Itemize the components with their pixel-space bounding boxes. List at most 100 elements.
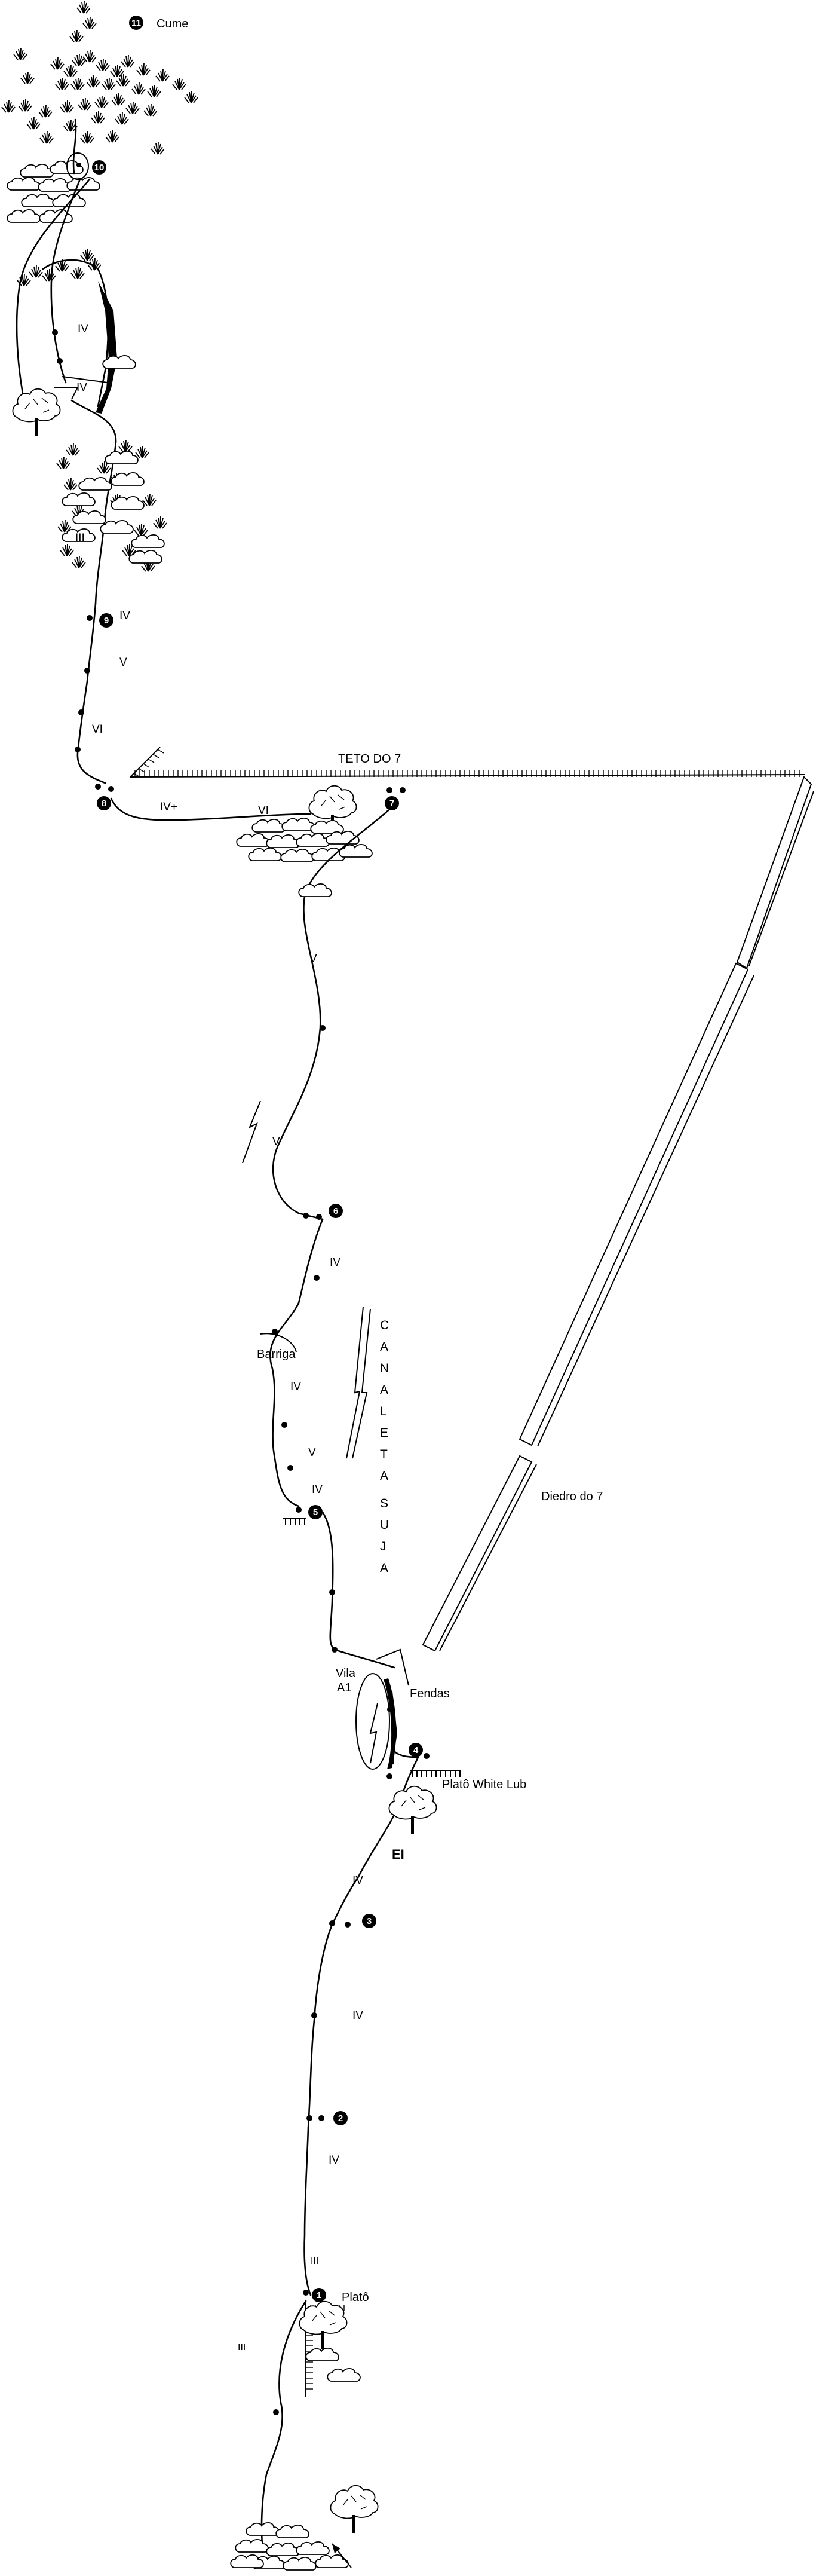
bolt: [318, 2115, 324, 2121]
belay-6: 6: [329, 1204, 343, 1218]
tree-upper-left: [12, 388, 61, 437]
route-line-pitch-2: [303, 2127, 312, 2296]
bolt: [311, 2012, 317, 2018]
rock-overhang-shade: [96, 281, 117, 414]
belly-curve: [260, 1333, 297, 1353]
belay-8: 8: [97, 796, 111, 810]
bolt: [332, 1647, 338, 1653]
route-line-block-left: [16, 178, 91, 420]
route-line-pitch-6: [269, 1218, 324, 1507]
variant-label: Vila: [336, 1667, 356, 1680]
grade-label: V: [119, 656, 127, 669]
variant-crack: [376, 1648, 409, 1686]
bush-plateau-2: [327, 2368, 361, 2382]
svg-text:10: 10: [94, 163, 105, 173]
grade-label: IV: [329, 2154, 339, 2167]
grade-label: IV: [312, 1483, 323, 1496]
bolt: [424, 1753, 430, 1759]
svg-text:A: A: [380, 1383, 388, 1397]
grade-label: V: [272, 1136, 280, 1148]
grade-label: IV: [352, 1874, 363, 1887]
belay-loop-10: [66, 152, 89, 180]
bolt: [316, 1214, 322, 1220]
bolt: [84, 668, 90, 674]
fendas-line: [391, 1691, 398, 1764]
bolt: [287, 1465, 293, 1471]
bolt: [95, 784, 101, 790]
route-line-pitch-3: [307, 1876, 360, 2129]
bush-pitch-7: [298, 883, 332, 897]
svg-text:4: 4: [413, 1745, 419, 1755]
tree-base: [330, 2485, 379, 2534]
bolt: [87, 615, 93, 621]
bolt: [320, 1025, 326, 1031]
ledge-line: [62, 376, 108, 383]
crack-symbol: [242, 1100, 261, 1164]
bushes-base: [230, 2522, 349, 2571]
arrow-icon: [332, 2543, 352, 2568]
bolt: [78, 709, 84, 715]
belay-10: 10: [92, 160, 106, 175]
plateau-white-lub-label: Platô White Lub: [442, 1778, 526, 1791]
grade-label: VI: [92, 723, 103, 736]
grade-label: III: [75, 532, 85, 544]
grade-label: VI: [258, 804, 269, 817]
svg-text:3: 3: [367, 1916, 372, 1926]
tree-plateau: [299, 2300, 348, 2349]
svg-text:A: A: [380, 1469, 388, 1483]
svg-text:11: 11: [131, 18, 141, 28]
grade-label: IV: [119, 610, 130, 622]
belay-11: 11: [129, 16, 143, 30]
svg-text:T: T: [380, 1448, 388, 1461]
svg-text:6: 6: [333, 1206, 338, 1216]
roof-hatch-tick: [133, 773, 140, 778]
flake-crack: [369, 1703, 378, 1764]
flake-ellipse: [355, 1673, 390, 1770]
svg-text:8: 8: [102, 799, 106, 809]
ei-label: EI: [392, 1847, 404, 1862]
belly-label: Barriga: [257, 1348, 296, 1361]
route-line-pitch-8: [76, 602, 106, 784]
svg-text:S: S: [380, 1497, 388, 1510]
route-line-pitch-4: [357, 1750, 419, 1878]
dihedral-label: Diedro do 7: [541, 1490, 603, 1503]
belay-9: 9: [99, 613, 113, 628]
bolt: [273, 2409, 279, 2415]
bolt: [306, 2115, 312, 2121]
route-line-summit: [72, 118, 77, 175]
bolt: [345, 1922, 351, 1928]
grade-label: IV: [290, 1381, 301, 1393]
bolt: [52, 329, 58, 335]
bush-plateau: [305, 2348, 339, 2361]
bolt: [400, 787, 406, 793]
route-line-pitch-7: [272, 809, 389, 1220]
grade-label: IV+: [160, 801, 177, 813]
tree-white-lub: [388, 1785, 437, 1834]
route-line-pitch-5: [321, 1511, 395, 1669]
gully-label: C A N A L E T A S U J A: [380, 1318, 389, 1575]
route-line-pitch-1: [260, 2300, 307, 2553]
grade-label: V: [309, 953, 317, 965]
svg-text:C: C: [380, 1318, 389, 1332]
bolt: [386, 1773, 392, 1779]
svg-text:A: A: [380, 1340, 388, 1354]
bolt: [387, 1707, 392, 1712]
bolt: [389, 1760, 394, 1764]
bushes-summit: [7, 160, 100, 223]
grade-label: IV: [76, 381, 87, 394]
grade-label: III: [238, 2342, 246, 2352]
belay-anchor-5: [283, 1518, 306, 1525]
bolt: [303, 1213, 309, 1219]
bolt: [329, 1920, 335, 1926]
belay-4: 4: [409, 1743, 423, 1757]
bolt: [314, 1275, 320, 1281]
bolt: [386, 787, 392, 793]
belay-1: 1: [312, 2288, 326, 2302]
belay-5: 5: [308, 1505, 323, 1519]
belay-2: 2: [333, 2111, 348, 2125]
route-line-traverse: [110, 797, 312, 821]
bush-upper-right: [102, 355, 136, 369]
grade-label: IV: [352, 2009, 363, 2022]
svg-text:9: 9: [104, 616, 109, 626]
svg-text:A: A: [380, 1561, 388, 1575]
